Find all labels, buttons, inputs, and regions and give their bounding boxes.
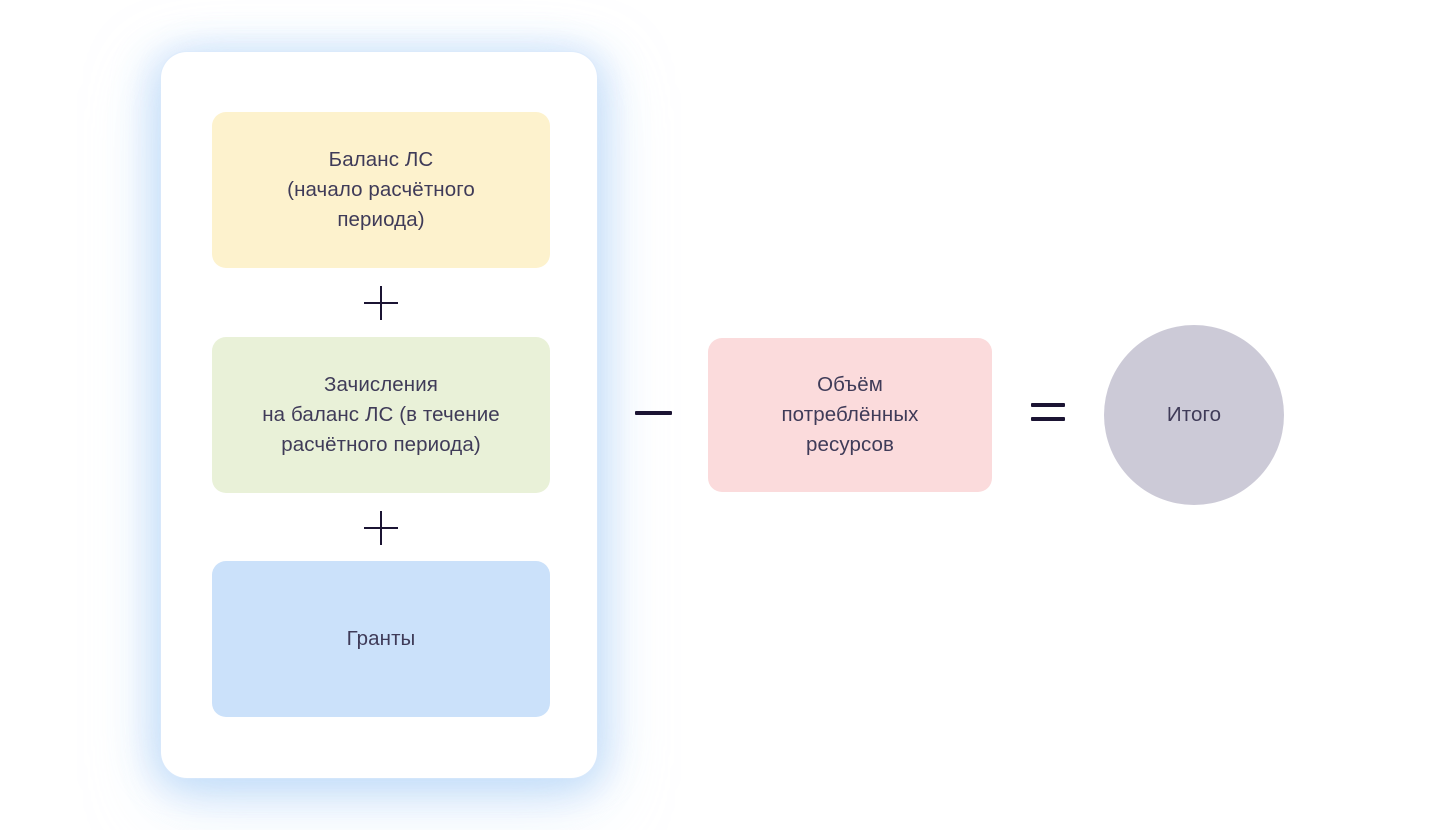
plus-icon [364, 511, 398, 545]
result-circle-total: Итого [1104, 325, 1284, 505]
equals-icon-bottom-bar [1031, 417, 1065, 421]
plus-icon-vertical-bar [380, 286, 382, 320]
term-box-consumed-resources: Объём потреблённых ресурсов [708, 338, 992, 492]
term-box-balance: Баланс ЛС (начало расчётного периода) [212, 112, 550, 268]
plus-icon [364, 286, 398, 320]
term-box-grants: Гранты [212, 561, 550, 717]
term-box-credits: Зачисления на баланс ЛС (в течение расчё… [212, 337, 550, 493]
equals-icon [1031, 403, 1065, 423]
plus-icon-vertical-bar [380, 511, 382, 545]
equals-icon-top-bar [1031, 403, 1065, 407]
minus-icon [635, 411, 672, 415]
